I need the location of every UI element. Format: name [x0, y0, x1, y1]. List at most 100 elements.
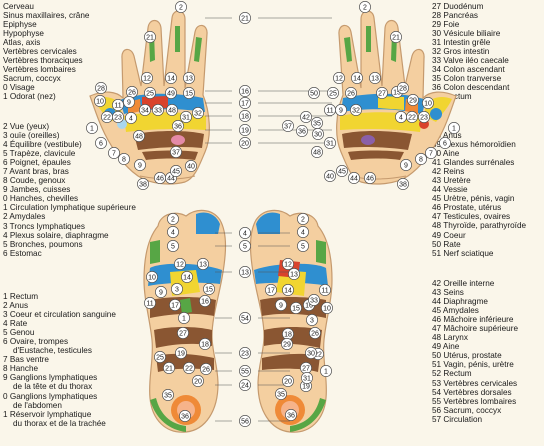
right-foot-label: 11: [319, 284, 331, 296]
svg-text:20: 20: [284, 379, 292, 386]
right-foot-green-1: [316, 240, 326, 264]
svg-text:9: 9: [138, 163, 142, 170]
right-foot-label: 9: [275, 299, 287, 311]
legend-entry: 30 Vésicule biliaire: [432, 29, 501, 39]
svg-text:22: 22: [185, 366, 193, 373]
left-hand-label: 11: [112, 99, 124, 111]
right-hand-label: 25: [327, 87, 339, 99]
left-hand-label: 23: [112, 111, 124, 123]
legend-entry: 1 Circulation lymphatique supérieure: [3, 203, 136, 213]
legend-entry: 48 Larynx: [432, 333, 468, 343]
svg-text:12: 12: [284, 262, 292, 269]
svg-text:35: 35: [164, 393, 172, 400]
left-hand-label: 48: [133, 130, 145, 142]
legend-entry: 51 Vagin, pénis, urètre: [432, 360, 514, 370]
legend-entry: 50 Rate: [432, 239, 461, 249]
right-hand-label: 46: [364, 172, 376, 184]
svg-text:1: 1: [90, 126, 94, 133]
left-finger-green-ring: [194, 37, 202, 62]
legend-entry: Hypophyse: [3, 29, 44, 39]
svg-text:17: 17: [171, 303, 179, 310]
svg-text:4: 4: [243, 231, 247, 238]
right-hand-label: 9: [335, 104, 347, 116]
legend-entry: 52 Rectum: [432, 369, 472, 379]
right-hand-label: 27: [376, 87, 388, 99]
right-foot-label: 14: [282, 284, 294, 296]
svg-text:38: 38: [139, 182, 147, 189]
right-foot-label: 27: [300, 362, 312, 374]
svg-text:14: 14: [183, 275, 191, 282]
legend-entry: 3 Coeur et circulation sanguine: [3, 310, 116, 320]
svg-text:10: 10: [424, 101, 432, 108]
svg-text:9: 9: [127, 100, 131, 107]
left-hand-label: 33: [152, 104, 164, 116]
legend-entry: 42 Oreille interne: [432, 279, 495, 288]
legend-entry: 5 Genou: [3, 328, 35, 338]
legend-entry: 56 Sacrum, coccyx: [432, 405, 502, 415]
right-palm-lower-brown: [348, 150, 404, 160]
legend-entry: 4 Rate: [3, 319, 28, 329]
right-hand-label: 10: [422, 97, 434, 109]
svg-text:13: 13: [371, 76, 379, 83]
svg-text:2: 2: [363, 5, 367, 12]
left-foot-label: 10: [146, 271, 158, 283]
left-foot-label: 5: [167, 240, 179, 252]
svg-text:14: 14: [167, 76, 175, 83]
svg-text:54: 54: [241, 316, 249, 323]
svg-text:37: 37: [172, 150, 180, 157]
svg-text:36: 36: [287, 413, 295, 420]
right-hand-label: 35: [311, 117, 323, 129]
right-foot-label: 5: [297, 240, 309, 252]
svg-text:5: 5: [301, 244, 305, 251]
legend-entry: Atlas, axis: [3, 38, 41, 48]
legend-entry: 42 Reins: [432, 167, 465, 177]
foot-center-number: 56: [239, 415, 251, 427]
right-foot-brown-2: [264, 327, 322, 348]
foot-center-number: 55: [239, 365, 251, 377]
svg-text:23: 23: [241, 351, 249, 358]
right-hand-label: 50: [308, 87, 320, 99]
right-foot-label: 12: [282, 258, 294, 270]
svg-text:4: 4: [399, 115, 403, 122]
legend-entry: 5 Trapèze, clavicule: [3, 149, 76, 159]
svg-text:36: 36: [174, 124, 182, 131]
legend-entry: 47 Testicules, ovaires: [432, 212, 511, 222]
svg-text:26: 26: [128, 90, 136, 97]
legend-entry: 7 Avant bras, bras: [3, 167, 69, 177]
svg-text:22: 22: [103, 115, 111, 122]
legend-entry: 51 Nerf sciatique: [432, 248, 494, 258]
right-hand-label: 9: [400, 159, 412, 171]
legend-entry: 6 Poignet, épaules: [3, 158, 71, 168]
legend-entry: 41 Glandes surrénales: [432, 158, 515, 168]
svg-text:31: 31: [326, 141, 334, 148]
right-hand-label: 48: [311, 146, 323, 158]
left-foot-label: 21: [163, 362, 175, 374]
legend-entry: Sinus maxillaires, crâne: [3, 11, 90, 21]
left-palm-brown: [134, 131, 204, 150]
svg-text:11: 11: [321, 288, 328, 295]
svg-text:4: 4: [129, 116, 133, 123]
legend-entry: Vertèbres lombaires: [3, 65, 76, 75]
left-palm-lower-brown: [142, 150, 198, 160]
left-hand-label: 32: [192, 107, 204, 119]
left-hand-label: 38: [137, 178, 149, 190]
svg-text:46: 46: [156, 176, 164, 183]
svg-text:18: 18: [201, 342, 209, 349]
svg-text:1: 1: [452, 126, 456, 133]
legend-entry: 55 Vertèbres lombaires: [432, 396, 517, 406]
left-hand-label: 14: [165, 72, 177, 84]
right-foot-label: 2: [297, 213, 309, 225]
right-hand-label: 13: [369, 72, 381, 84]
svg-text:24: 24: [241, 383, 249, 390]
svg-text:26: 26: [311, 331, 319, 338]
svg-text:9: 9: [159, 290, 163, 297]
legend-entry: 47 Mâchoire supérieure: [432, 324, 519, 334]
svg-text:12: 12: [176, 262, 184, 269]
svg-text:2: 2: [301, 217, 305, 224]
left-foot-label: 19: [175, 347, 187, 359]
right-foot-label: 18: [282, 328, 294, 340]
svg-text:19: 19: [177, 351, 185, 358]
